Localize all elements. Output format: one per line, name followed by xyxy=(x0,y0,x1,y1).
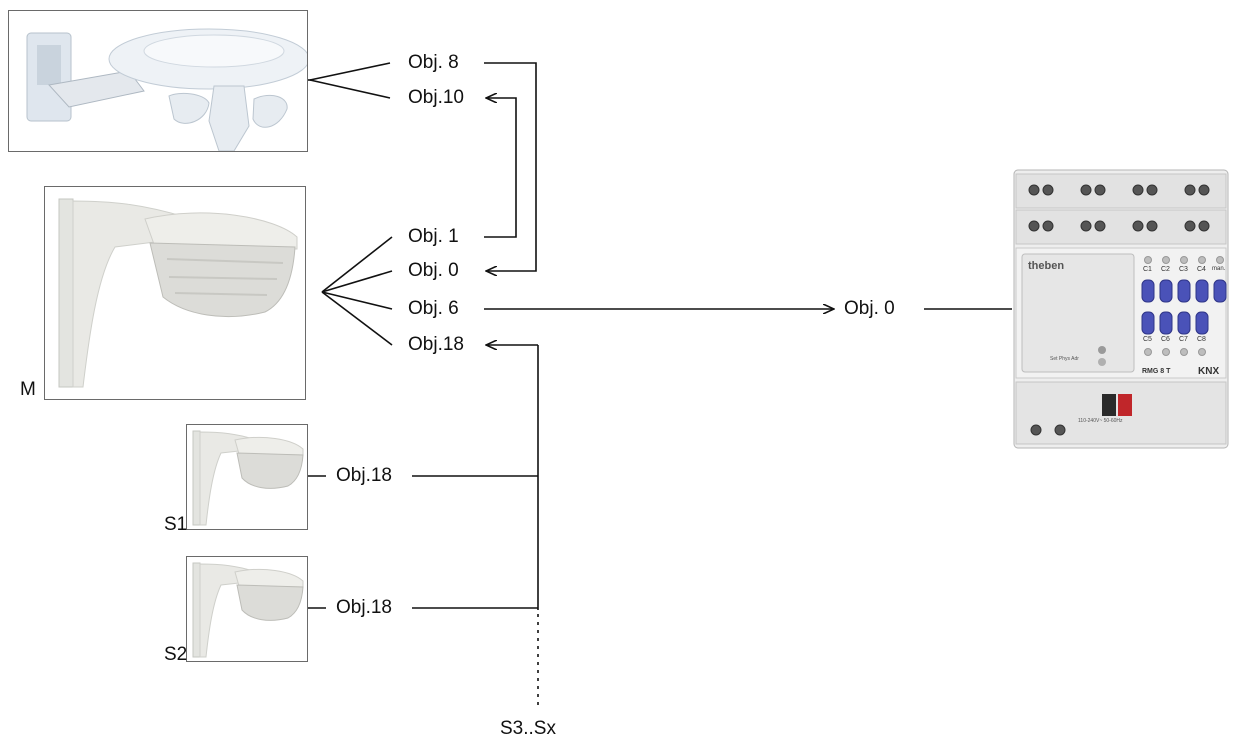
m-fan-line xyxy=(321,291,393,346)
ws-obj10-label: Obj.10 xyxy=(408,87,464,108)
actuator-power-label: 110-240V~ 50-60Hz xyxy=(1078,418,1123,424)
actuator-device: theben RMG 8 T KNX Set Phys Adr 110-240V… xyxy=(1012,168,1230,450)
actuator-channel-c3: C3 xyxy=(1179,266,1188,273)
master-label: M xyxy=(20,379,36,400)
obj1-line xyxy=(484,98,517,238)
actuator-channel-c5: C5 xyxy=(1143,336,1152,343)
actuator-channel-c6: C6 xyxy=(1161,336,1170,343)
actuator-channel-c4: C4 xyxy=(1197,266,1206,273)
presence-detector-icon xyxy=(192,430,304,526)
m-obj18-label: Obj.18 xyxy=(408,334,464,355)
ws-obj8-label: Obj. 8 xyxy=(408,52,459,73)
s1-obj18-label: Obj.18 xyxy=(336,465,392,486)
actuator-brand: theben xyxy=(1028,260,1065,272)
actuator-channel-c1: C1 xyxy=(1143,266,1152,273)
more-slaves-label: S3..Sx xyxy=(500,718,556,739)
actuator-channel-man: man. xyxy=(1212,266,1226,272)
weather-sensor-icon xyxy=(26,28,307,151)
actuator-channel-c7: C7 xyxy=(1179,336,1188,343)
m-obj1-label: Obj. 1 xyxy=(408,226,459,247)
m-fan-line xyxy=(321,291,393,310)
din-actuator-icon xyxy=(1013,169,1229,449)
act-obj0-label: Obj. 0 xyxy=(844,298,895,319)
s2-obj18-label: Obj.18 xyxy=(336,597,392,618)
actuator-knx-logo: KNX xyxy=(1198,366,1220,377)
slave2-detector-box xyxy=(186,556,308,662)
weather-station-box xyxy=(8,10,308,152)
ws-fan-line xyxy=(309,62,391,81)
slave1-detector-box xyxy=(186,424,308,530)
ws-fan-line xyxy=(309,79,391,99)
master-detector-box xyxy=(44,186,306,400)
slave2-label: S2 xyxy=(164,644,188,665)
m-fan-line xyxy=(321,236,393,293)
actuator-model: RMG 8 T xyxy=(1142,368,1171,375)
m-fan-line xyxy=(321,270,393,293)
presence-detector-icon xyxy=(58,198,298,388)
actuator-channel-c8: C8 xyxy=(1197,336,1206,343)
slave1-label: S1 xyxy=(164,514,188,535)
obj8-line xyxy=(484,62,537,271)
presence-detector-icon xyxy=(192,562,304,658)
m-obj6-label: Obj. 6 xyxy=(408,298,459,319)
actuator-channel-c2: C2 xyxy=(1161,266,1170,273)
actuator-phys-addr-label: Set Phys Adr xyxy=(1050,356,1079,362)
m-obj0-label: Obj. 0 xyxy=(408,260,459,281)
